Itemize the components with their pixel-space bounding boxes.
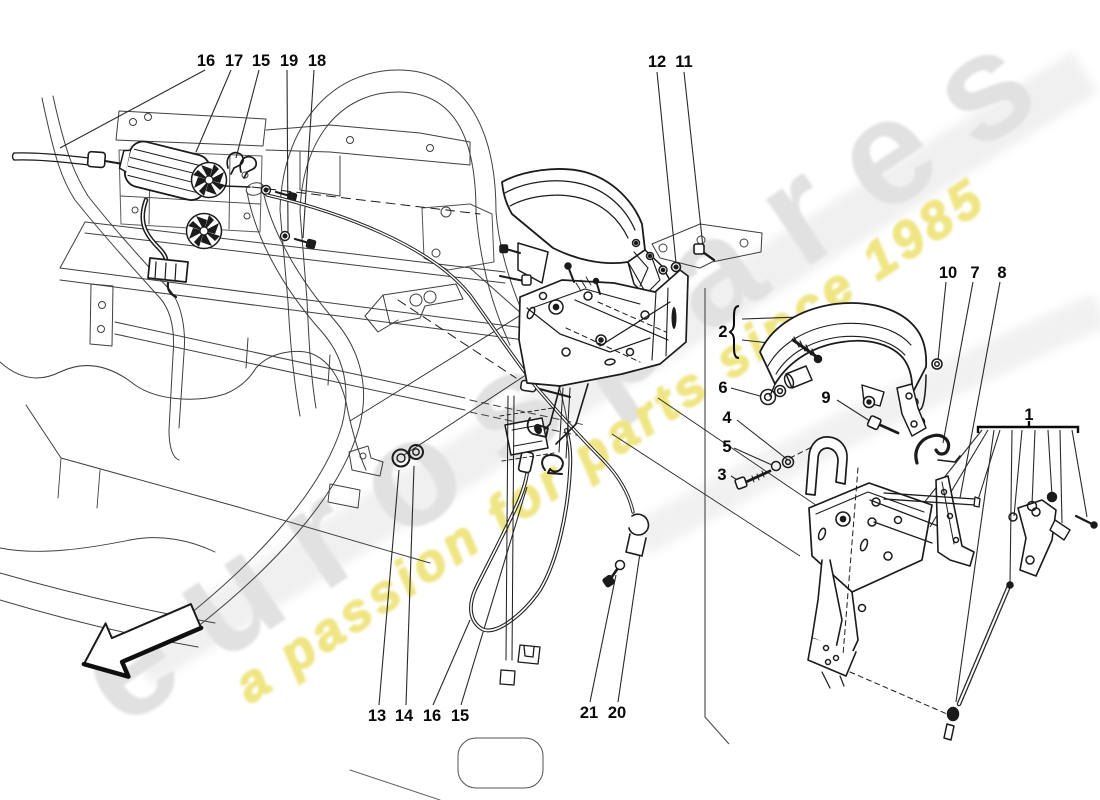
svg-text:1: 1 [1024,406,1033,424]
svg-text:9: 9 [821,389,830,407]
svg-text:18: 18 [308,52,326,70]
svg-text:4: 4 [722,409,732,427]
svg-text:17: 17 [225,52,243,70]
svg-text:15: 15 [252,52,270,70]
svg-text:13: 13 [368,707,386,725]
svg-text:21: 21 [580,704,598,722]
svg-text:8: 8 [997,264,1006,282]
svg-text:15: 15 [451,707,469,725]
svg-text:16: 16 [423,707,441,725]
svg-text:20: 20 [608,704,626,722]
svg-text:5: 5 [722,438,731,456]
svg-text:3: 3 [717,466,726,484]
svg-text:11: 11 [675,53,692,71]
svg-text:12: 12 [648,53,666,71]
svg-text:7: 7 [970,264,979,282]
svg-text:10: 10 [939,264,957,282]
svg-text:14: 14 [395,707,414,725]
svg-text:6: 6 [718,379,727,397]
svg-text:19: 19 [280,52,298,70]
svg-text:2: 2 [718,323,727,341]
svg-text:16: 16 [197,52,215,70]
